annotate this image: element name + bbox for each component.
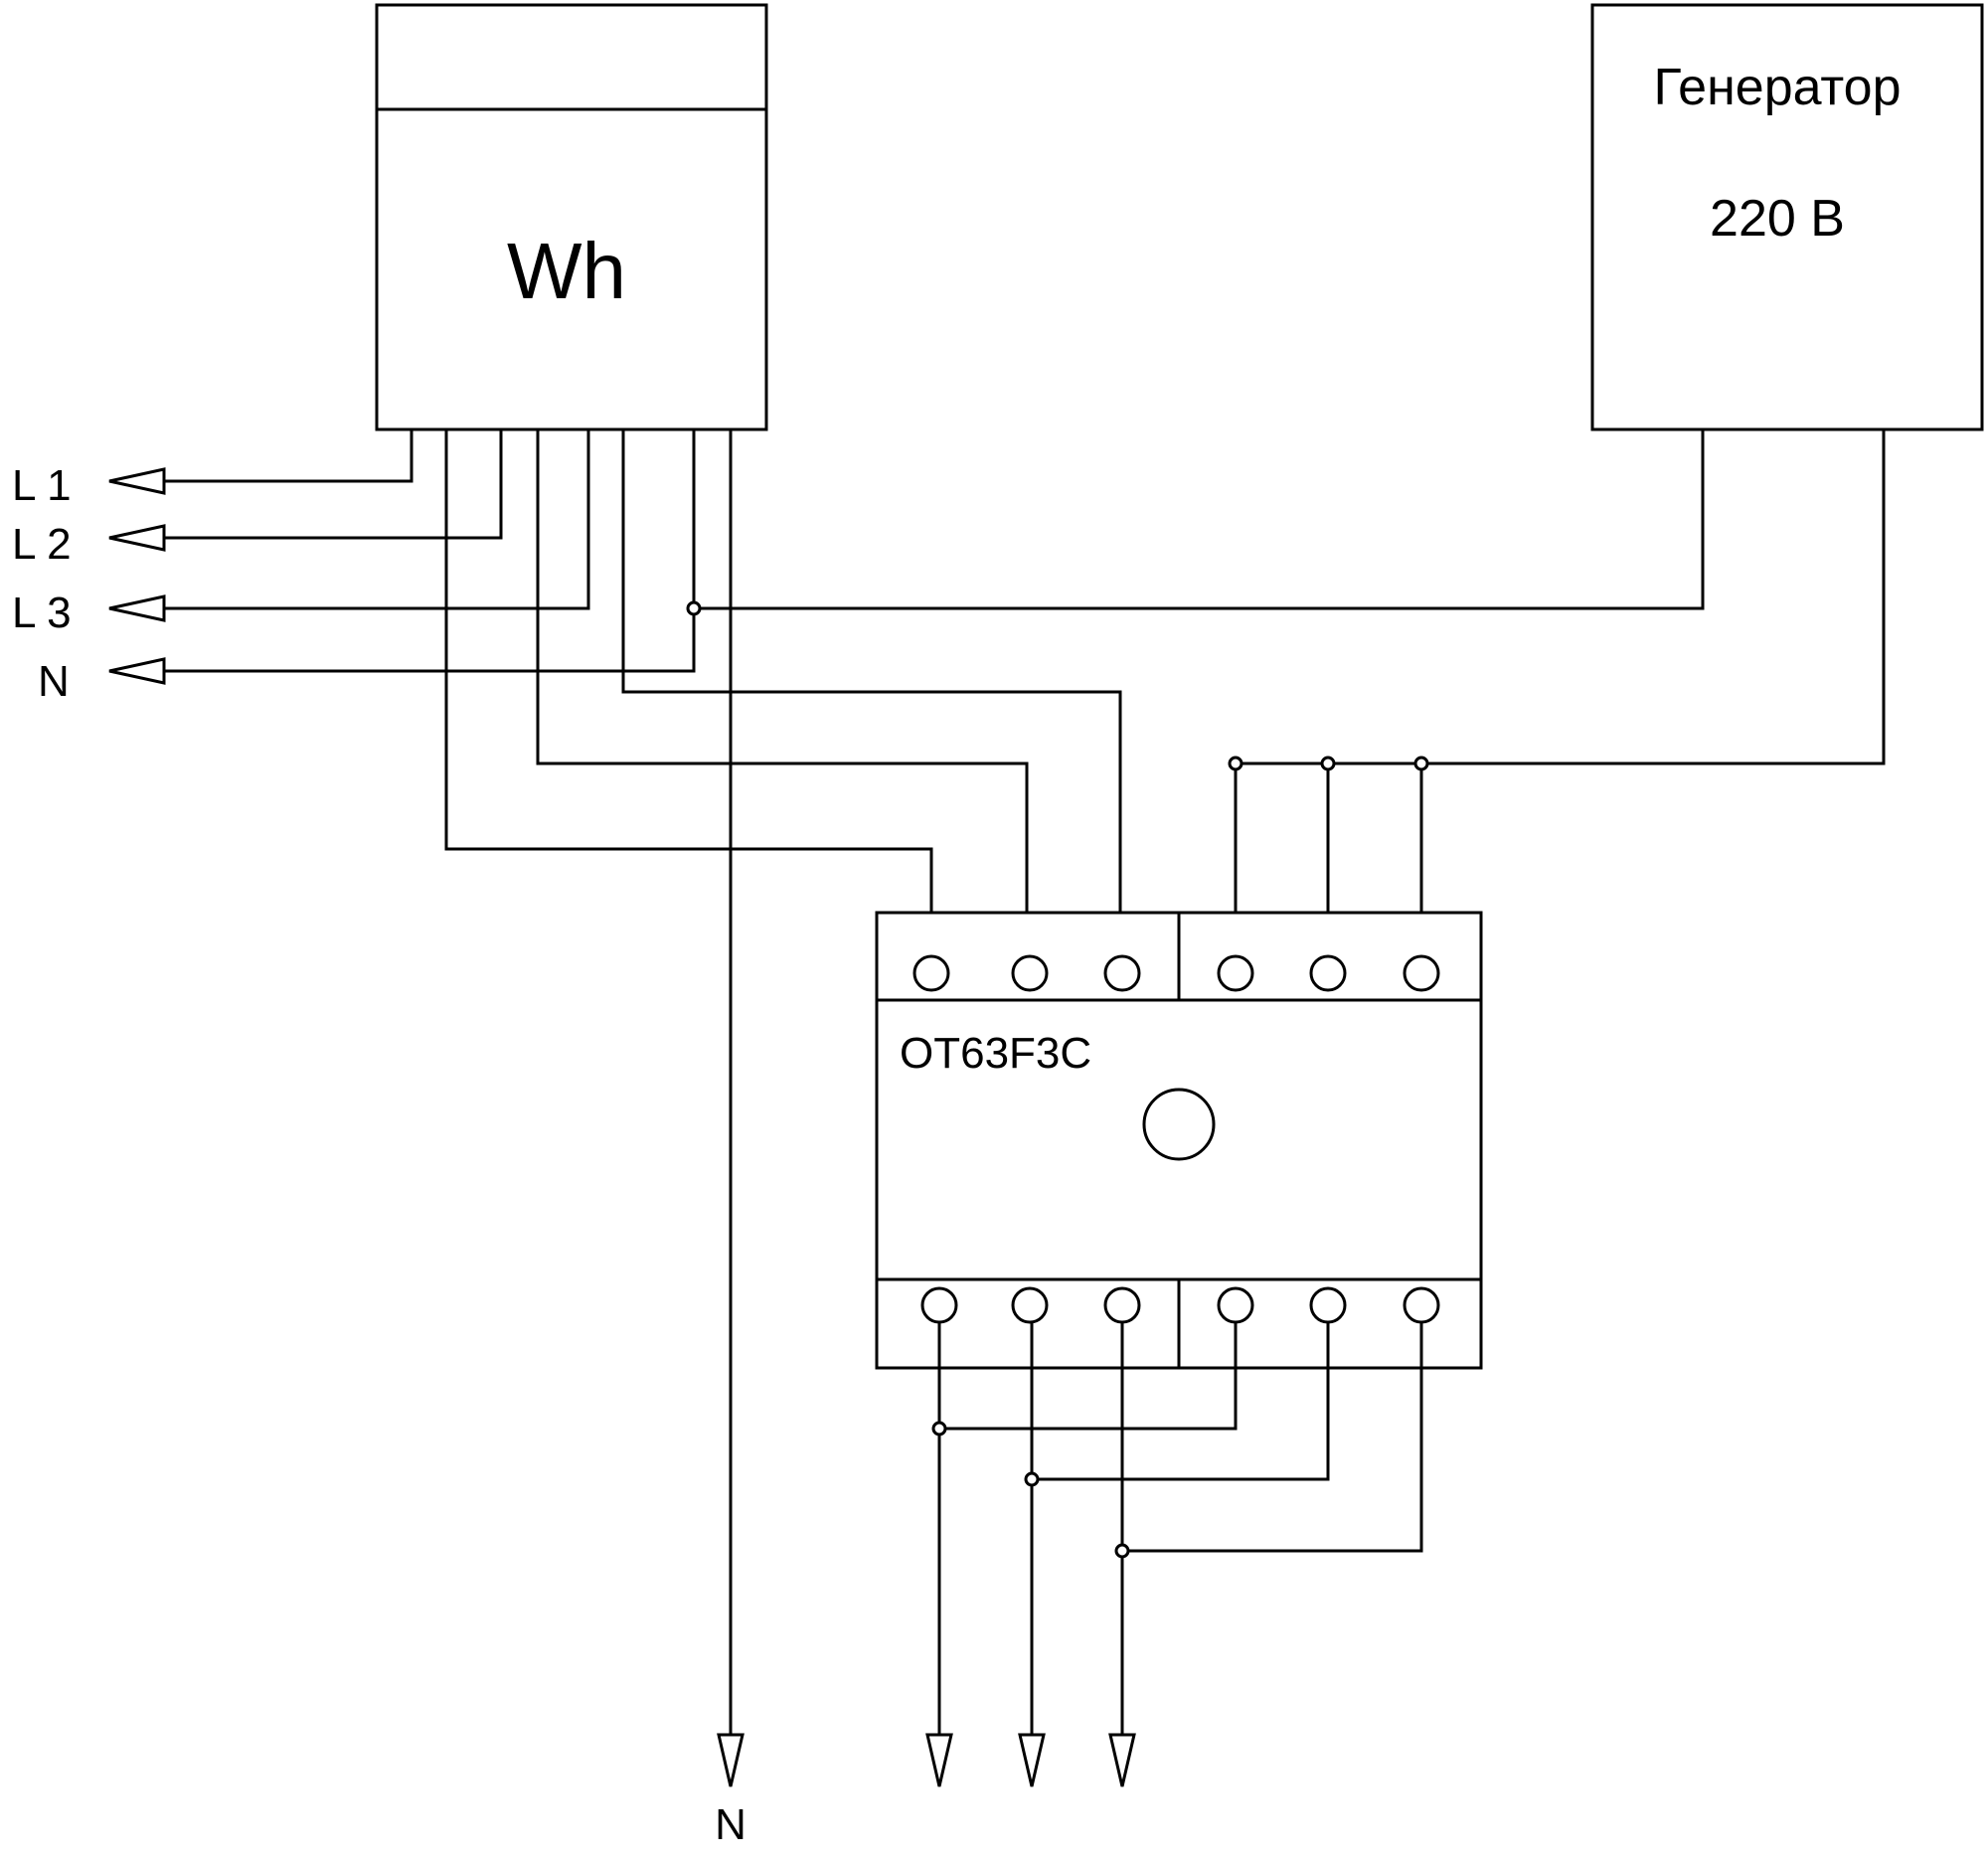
meter-label: Wh: [507, 227, 626, 315]
meter-body: [375, 3, 768, 431]
wire-l2-out: [536, 427, 1029, 960]
terminal-bottom-1: [920, 1286, 958, 1324]
input-arrow-l3: [108, 594, 166, 622]
input-label-l1: L 1: [12, 461, 72, 510]
output-arrow-n: [717, 1733, 745, 1787]
input-label-l2: L 2: [12, 520, 72, 569]
terminal-top-5: [1309, 954, 1347, 992]
junction-gen-t6: [1413, 756, 1429, 771]
wire-l2-in: [162, 427, 503, 540]
input-arrow-n: [108, 657, 166, 685]
terminal-bottom-4: [1217, 1286, 1254, 1324]
terminal-bottom-3: [1103, 1286, 1141, 1324]
output-label-n: N: [715, 1800, 746, 1849]
electricity-meter: Wh: [375, 3, 768, 431]
terminal-bottom-6: [1403, 1286, 1440, 1324]
junction-output-1: [931, 1421, 947, 1437]
output-arrow-2: [1018, 1733, 1046, 1787]
input-label-n: N: [38, 657, 70, 706]
wire-generator-phase: [1234, 427, 1886, 765]
terminal-top-4: [1217, 954, 1254, 992]
terminal-top-2: [1011, 954, 1049, 992]
wire-bridge-1: [937, 1320, 1238, 1431]
generator-title: Генератор: [1653, 59, 1901, 116]
output-arrow-1: [925, 1733, 953, 1787]
wire-l1-out: [444, 427, 933, 960]
terminal-top-3: [1103, 954, 1141, 992]
junction-output-3: [1114, 1543, 1130, 1559]
terminal-bottom-2: [1011, 1286, 1049, 1324]
generator-body: [1590, 3, 1984, 431]
wire-bridge-2: [1030, 1320, 1330, 1481]
input-arrow-l1: [108, 467, 166, 495]
junction-gen-t4: [1228, 756, 1243, 771]
generator-voltage: 220 В: [1710, 190, 1845, 248]
generator: Генератор 220 В: [1590, 3, 1984, 431]
junction-output-2: [1024, 1471, 1040, 1487]
switch-handle: [1142, 1088, 1216, 1161]
wire-l3-in: [162, 427, 590, 610]
junction-neutral-generator: [686, 600, 702, 616]
terminal-top-1: [912, 954, 950, 992]
input-label-l3: L 3: [12, 589, 72, 637]
terminal-bottom-5: [1309, 1286, 1347, 1324]
junction-gen-t5: [1320, 756, 1336, 771]
input-arrow-l2: [108, 524, 166, 552]
terminal-top-6: [1403, 954, 1440, 992]
wire-bridge-3: [1120, 1320, 1423, 1553]
wire-n-in: [162, 427, 696, 673]
output-arrow-3: [1108, 1733, 1136, 1787]
switch-model: OT63F3C: [900, 1029, 1091, 1078]
changeover-switch: OT63F3C: [875, 911, 1483, 1370]
wire-l3-out: [621, 427, 1122, 960]
wire-l1-in: [162, 427, 414, 483]
wire-generator-neutral: [692, 427, 1705, 610]
